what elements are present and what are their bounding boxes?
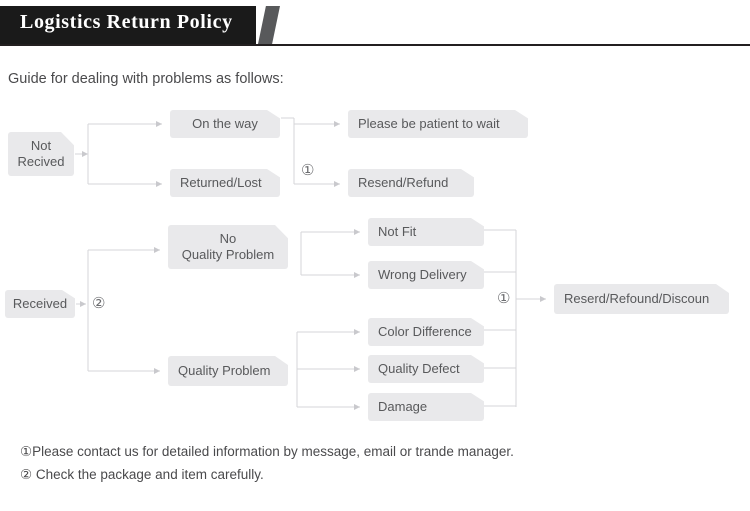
node-quality-problem[interactable]: Quality Problem xyxy=(168,356,288,386)
node-received[interactable]: Received xyxy=(5,290,75,318)
node-resend-refund-discount[interactable]: Reserd/Refound/Discoun xyxy=(554,284,729,314)
marker-circled-one-top: ① xyxy=(301,162,315,179)
guide-subtitle: Guide for dealing with problems as follo… xyxy=(8,71,284,87)
node-damage[interactable]: Damage xyxy=(368,393,484,421)
node-color-difference[interactable]: Color Difference xyxy=(368,318,484,346)
footnote-two: ② Check the package and item carefully. xyxy=(20,467,264,482)
node-no-quality-problem[interactable]: No Quality Problem xyxy=(168,225,288,269)
node-not-fit[interactable]: Not Fit xyxy=(368,218,484,246)
marker-circled-one-right: ① xyxy=(497,290,511,307)
marker-circled-two-left: ② xyxy=(92,295,106,312)
node-not-recived[interactable]: Not Recived xyxy=(8,132,74,176)
header-divider-rule xyxy=(0,44,750,46)
node-please-be-patient[interactable]: Please be patient to wait xyxy=(348,110,528,138)
header-banner xyxy=(0,6,256,44)
node-on-the-way[interactable]: On the way xyxy=(170,110,280,138)
footnote-one: ①Please contact us for detailed informat… xyxy=(20,444,514,459)
page-title: Logistics Return Policy xyxy=(20,11,233,33)
node-quality-defect[interactable]: Quality Defect xyxy=(368,355,484,383)
node-wrong-delivery[interactable]: Wrong Delivery xyxy=(368,261,484,289)
node-resend-refund[interactable]: Resend/Refund xyxy=(348,169,474,197)
node-returned-lost[interactable]: Returned/Lost xyxy=(170,169,280,197)
